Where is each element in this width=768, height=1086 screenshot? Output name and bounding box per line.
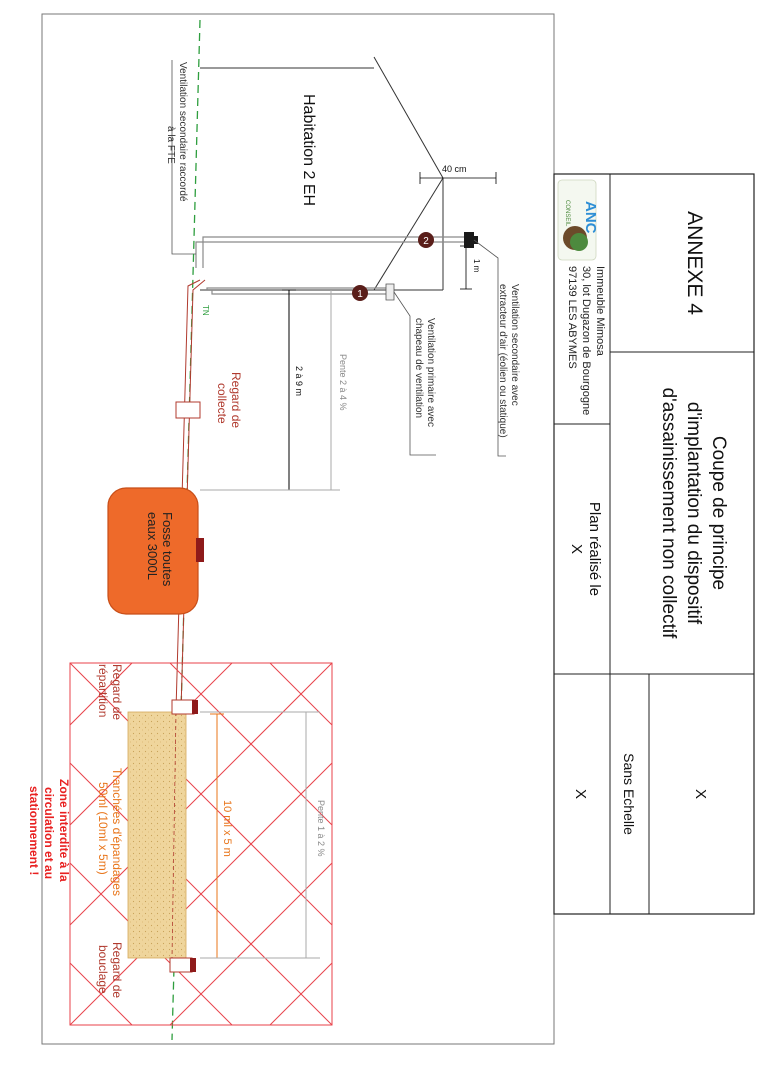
house-roof	[200, 56, 444, 291]
regard-repartition-line2: répartition	[96, 664, 110, 717]
warning-line3: stationnement !	[27, 786, 41, 875]
warning-line2: circulation et au	[42, 787, 56, 879]
vent-secondary-line1: Ventilation secondaire avec	[509, 284, 520, 406]
vent-secondary-line2: extracteur d'air (éolien ou statique)	[497, 284, 508, 438]
leader-lines	[171, 60, 506, 457]
regard-collecte	[175, 401, 201, 419]
top-value: X	[692, 789, 709, 799]
air-extractor	[464, 232, 474, 248]
title-line2: d'implantation du dispositif	[683, 402, 704, 625]
annex-label: ANNEXE 4	[683, 211, 706, 315]
regard-collecte-line1: Regard de	[229, 372, 243, 428]
tn-label: TN	[201, 305, 210, 316]
logo-text: ANC	[582, 201, 599, 234]
regard-repartition	[171, 699, 195, 715]
plan-date-label: Plan réalisé le	[586, 502, 603, 596]
plan-date-value: X	[568, 544, 585, 554]
address-line1: Immeuble Mimosa	[594, 266, 606, 357]
dim-2a9m-label: 2 à 9 m	[294, 366, 304, 396]
tank-hatch	[196, 538, 204, 562]
house-label: Habitation 2 EH	[300, 94, 317, 206]
forbidden-zone	[69, 662, 333, 1026]
tank-label-line1: Fosse toutes	[160, 512, 175, 587]
tank-label-line2: eaux 3000L	[145, 512, 160, 580]
title-block: ANC CONSEIL Immeuble Mimosa 30, lot Duga…	[553, 173, 755, 915]
slope-2a4-label: Pente 2 à 4 %	[338, 354, 348, 411]
vent-fte-line1: Ventilation secondaire raccordé	[177, 62, 188, 202]
marker-2: 2	[418, 232, 434, 248]
slope-2a4	[200, 290, 340, 491]
warning-line1: Zone interdite à la	[57, 779, 71, 882]
spreading-trench	[127, 711, 187, 959]
address-line2: 30, lot Dugazon de Bourgogne	[580, 266, 592, 415]
slope-1a2	[200, 711, 320, 959]
scale-label: Sans Echelle	[621, 753, 637, 835]
vent-primary-line1: Ventilation primaire avec	[425, 318, 436, 427]
dim-1m-label: 1 m	[472, 259, 481, 273]
trench-label-line2: 50ml (10ml x 5m)	[96, 782, 110, 875]
regard-bouclage-line2: bouclage	[96, 945, 110, 994]
vent-primary-line2: chapeau de ventilation	[413, 318, 424, 418]
svg-text:1: 1	[357, 289, 363, 300]
title-line3: d'assainissement non collectif	[658, 388, 679, 639]
svg-text:2: 2	[423, 236, 429, 247]
scale-value: X	[572, 789, 589, 799]
vent-fte-line2: à la FTE	[165, 126, 176, 164]
dim-10ml-label: 10 ml x 5 m	[221, 800, 233, 857]
regard-repartition-line1: Regard de	[110, 664, 124, 720]
trench-label-line1: Tranchées d'épandages	[110, 768, 124, 896]
regard-collecte-line2: collecte	[215, 383, 229, 424]
anc-logo: ANC CONSEIL	[557, 179, 599, 261]
regard-bouclage-line1: Regard de	[110, 942, 124, 998]
title-line1: Coupe de principe	[708, 436, 729, 590]
regard-bouclage	[169, 957, 193, 973]
marker-1: 1	[352, 285, 368, 301]
slope-1a2-label: Pente 1 à 2 %	[316, 800, 326, 857]
address-line3: 97139 LES ABYMES	[566, 266, 578, 369]
dim-40cm-label: 40 cm	[442, 164, 467, 174]
dim-1m	[460, 245, 472, 290]
dim-2a9m	[240, 289, 296, 491]
dim-40cm	[419, 172, 497, 184]
logo-subtext: CONSEIL	[564, 200, 570, 227]
vent-cap	[385, 283, 395, 301]
vent-pipes	[195, 236, 468, 295]
